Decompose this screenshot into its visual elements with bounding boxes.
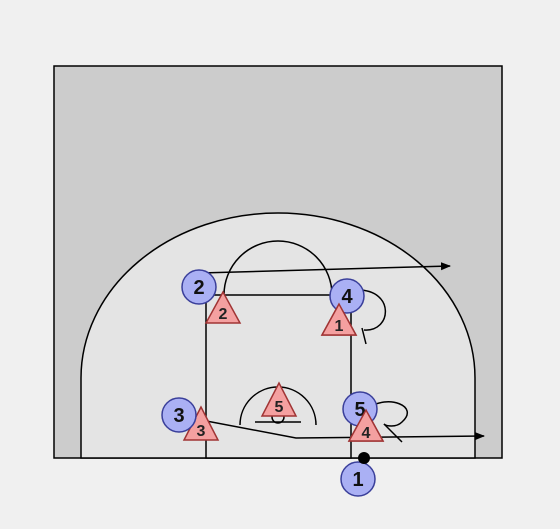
svg-text:4: 4 xyxy=(341,286,353,308)
offense-player-3[interactable]: 3 xyxy=(161,397,197,433)
defender-1-overlay: 1 xyxy=(320,302,358,336)
svg-text:4: 4 xyxy=(362,425,371,442)
offense-player-4[interactable]: 4 xyxy=(329,278,365,314)
svg-text:3: 3 xyxy=(173,405,184,427)
svg-text:5: 5 xyxy=(275,399,284,416)
svg-text:2: 2 xyxy=(193,277,204,299)
key-paint xyxy=(205,294,352,459)
cut-line-player-2 xyxy=(199,262,451,274)
defender-5[interactable]: 5 xyxy=(260,381,298,417)
screen-mark-player-5 xyxy=(383,423,403,443)
offense-player-2[interactable]: 2 xyxy=(181,269,217,305)
offense-player-1[interactable]: 1 xyxy=(340,461,376,497)
svg-text:5: 5 xyxy=(354,399,365,421)
defender-4-overlay: 4 xyxy=(347,408,385,442)
svg-text:1: 1 xyxy=(352,469,363,491)
svg-text:3: 3 xyxy=(197,423,206,440)
cut-line-player-3 xyxy=(179,415,485,441)
defender-2[interactable]: 2 xyxy=(204,290,242,324)
svg-text:2: 2 xyxy=(219,306,228,323)
screen-path-player-5 xyxy=(367,401,409,427)
ball-icon xyxy=(358,452,370,464)
svg-text:1: 1 xyxy=(335,318,344,335)
screen-mark-player-4 xyxy=(361,327,367,345)
screen-path-player-4 xyxy=(357,289,387,331)
